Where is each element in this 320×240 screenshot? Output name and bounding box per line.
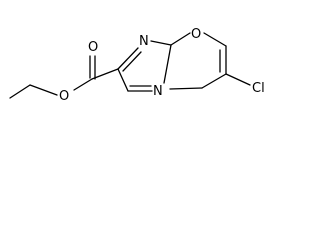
- bond-ch2-oester: [29, 84, 58, 96]
- atom-o-carbonyl: O: [88, 40, 98, 55]
- bond-c2-n1-a: [117, 47, 139, 70]
- bond-c6-c5: [201, 73, 227, 89]
- bond-c2-c3: [117, 68, 129, 92]
- atom-o-ester: O: [59, 89, 69, 104]
- atom-cl: Cl: [252, 81, 265, 96]
- bond-n1-c8a: [150, 40, 172, 46]
- bond-c5-n4: [169, 87, 203, 90]
- bond-c8a-oring: [170, 32, 191, 46]
- bond-n4-c8a: [163, 44, 172, 84]
- bond-oester-ccarbonyl: [73, 78, 93, 91]
- molecule-diagram: O O N O N Cl: [0, 0, 299, 120]
- bond-oring-c7: [203, 32, 227, 47]
- bond-c6-cl: [225, 73, 251, 86]
- bond-ccarbonyl-c2: [91, 68, 119, 80]
- bond-c2-n1-b: [122, 51, 142, 72]
- atom-n-imine: N: [139, 34, 149, 49]
- bond-ch3-ch2: [9, 84, 31, 99]
- structure-svg: O O N O N Cl: [9, 27, 265, 104]
- atom-n-bridge: N: [153, 84, 163, 99]
- atom-o-ring: O: [191, 27, 201, 42]
